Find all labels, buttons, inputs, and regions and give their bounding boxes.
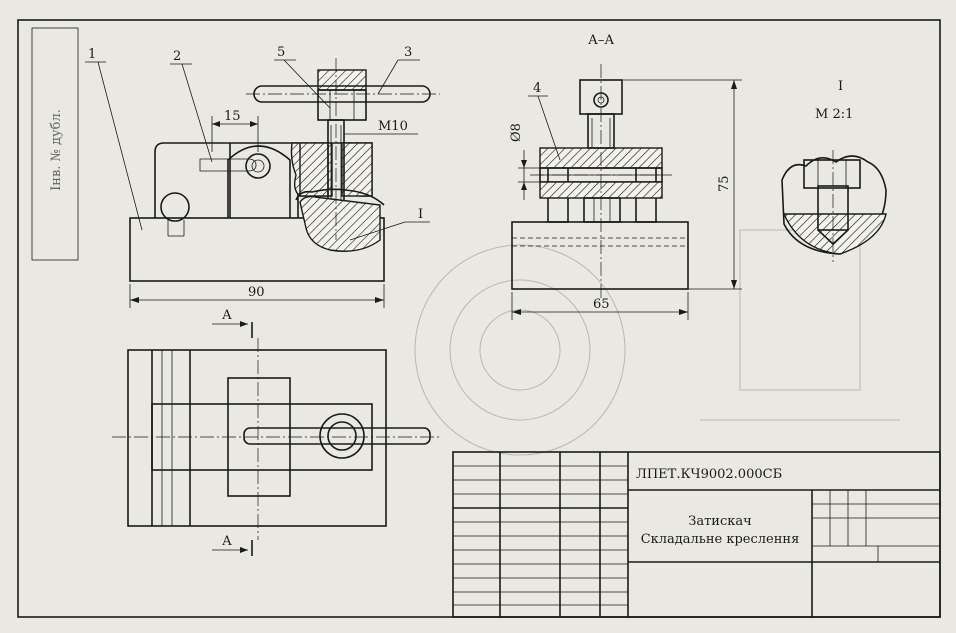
dim-15: 15 bbox=[224, 109, 241, 124]
margin-stamp-text: Інв. № дубл. bbox=[49, 109, 64, 191]
detail-scale: М 2:1 bbox=[815, 107, 853, 122]
leader-1: 1 bbox=[88, 47, 96, 62]
leader-3: 3 bbox=[404, 45, 412, 60]
document-code: ЛПЕТ.КЧ9002.000СБ bbox=[636, 467, 782, 482]
leader-5: 5 bbox=[277, 45, 285, 60]
front-view bbox=[129, 58, 440, 282]
section-mark-bottom: А bbox=[222, 534, 232, 549]
show-through-marks bbox=[414, 229, 900, 456]
section-mark-top: А bbox=[222, 308, 232, 323]
section-title: А–А bbox=[588, 33, 614, 48]
drawing-type: Складальне креслення bbox=[641, 532, 800, 547]
title-block: ЛПЕТ.КЧ9002.000СБ Затискач Складальне кр… bbox=[452, 451, 941, 618]
leader-4: 4 bbox=[533, 81, 541, 96]
leader-2: 2 bbox=[173, 49, 181, 64]
dim-65: 65 bbox=[593, 297, 610, 312]
front-view-annotations: 1 2 5 3 15 M10 I 90 А bbox=[85, 45, 430, 556]
part-name: Затискач bbox=[688, 514, 751, 529]
dim-90: 90 bbox=[248, 285, 265, 300]
dim-75: 75 bbox=[717, 175, 732, 192]
leader-detail-I: I bbox=[418, 207, 423, 222]
dim-d8: Ø8 bbox=[509, 123, 524, 142]
dim-m10: M10 bbox=[378, 119, 408, 134]
section-view: А–А 4 Ø8 bbox=[509, 33, 742, 320]
detail-title: I bbox=[838, 79, 843, 94]
top-view bbox=[112, 338, 440, 540]
detail-view: I М 2:1 bbox=[781, 79, 887, 262]
margin-stamp: Інв. № дубл. bbox=[31, 27, 79, 261]
